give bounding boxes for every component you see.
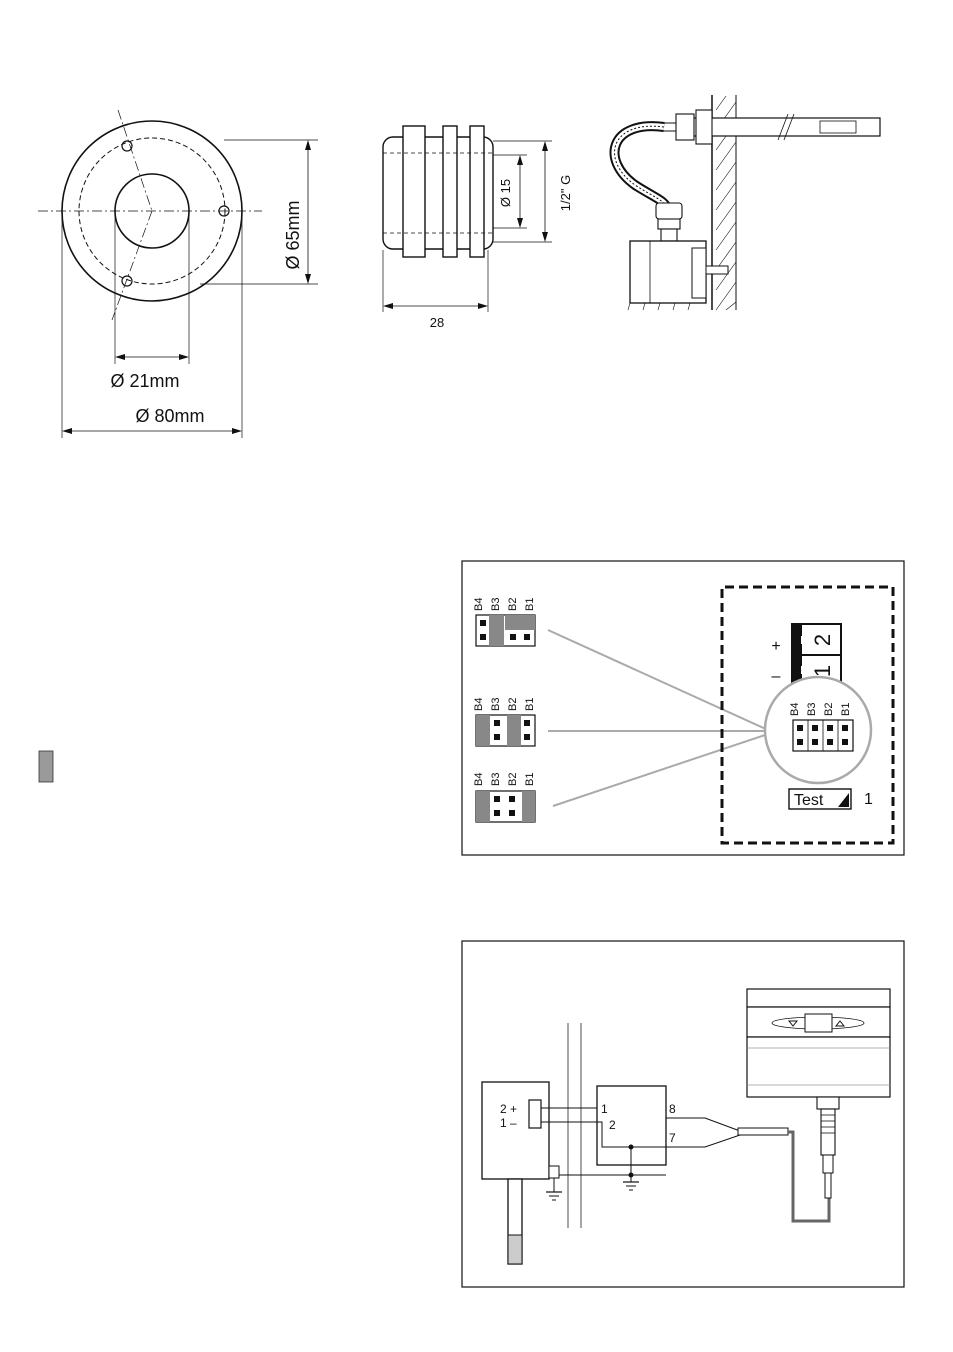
- svg-text:B1: B1: [840, 703, 852, 716]
- grey-marker: [39, 751, 53, 782]
- svg-text:B1: B1: [524, 698, 536, 711]
- jumper-config-1: B4 B3 B2 B1: [473, 598, 536, 646]
- module-terminal-2: 2: [609, 1118, 616, 1132]
- svg-text:B2: B2: [823, 703, 835, 716]
- terminal-minus: –: [772, 668, 781, 685]
- outer-diameter-dimension: Ø 80mm: [135, 406, 204, 426]
- svg-text:B4: B4: [473, 773, 485, 786]
- svg-text:B3: B3: [806, 703, 818, 716]
- length-dimension: 28: [430, 315, 444, 330]
- jumper-config-2: B4 B3 B2 B1: [473, 698, 536, 746]
- module-terminal-1: 1: [601, 1102, 608, 1116]
- fitting-side-view: [383, 126, 552, 312]
- sensor-minus-label: 1 –: [500, 1116, 517, 1130]
- thread-dimension: 1/2" G: [558, 175, 573, 211]
- svg-text:B3: B3: [490, 598, 502, 611]
- svg-text:B4: B4: [473, 598, 485, 611]
- test-number: 1: [864, 791, 873, 808]
- pointer-lines: [548, 630, 768, 806]
- installation-view: [615, 95, 880, 310]
- mounting-hole: [122, 141, 132, 151]
- jumper-config-3: B4 B3 B2 B1: [473, 773, 536, 822]
- terminal-plus: +: [771, 638, 780, 655]
- svg-text:B4: B4: [789, 703, 801, 716]
- module-terminal-7: 7: [669, 1131, 676, 1145]
- svg-text:B2: B2: [507, 698, 519, 711]
- svg-text:B2: B2: [507, 773, 519, 786]
- sensor-box: [482, 1082, 562, 1264]
- svg-text:B3: B3: [490, 773, 502, 786]
- sensor-plus-label: 2 +: [500, 1102, 517, 1116]
- svg-text:B1: B1: [524, 598, 536, 611]
- module-terminal-8: 8: [669, 1102, 676, 1116]
- inner-diameter-dimension: Ø 21mm: [110, 371, 179, 391]
- svg-text:B1: B1: [524, 773, 536, 786]
- shaft-diameter-dimension: Ø 15: [498, 179, 513, 207]
- display-unit: [747, 989, 890, 1097]
- svg-text:B3: B3: [490, 698, 502, 711]
- hole-circle-dimension: Ø 65mm: [283, 200, 303, 269]
- probe-connector: [817, 1097, 839, 1198]
- svg-text:B2: B2: [507, 598, 519, 611]
- terminal-1-label: 1: [810, 665, 835, 677]
- svg-text:B4: B4: [473, 698, 485, 711]
- terminal-2-label: 2: [810, 634, 835, 646]
- test-label: Test: [794, 792, 824, 809]
- pipe-lines: [568, 1023, 581, 1228]
